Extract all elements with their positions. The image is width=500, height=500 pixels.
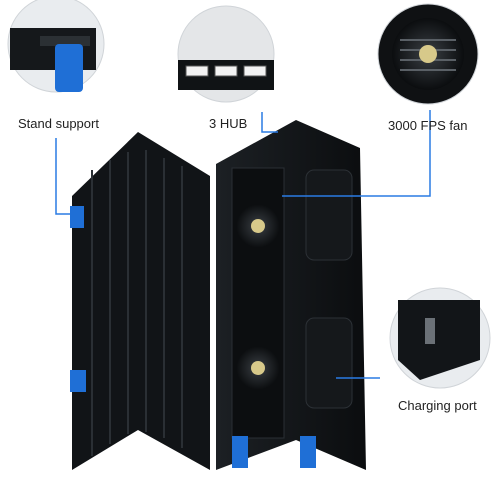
hub-zoom bbox=[177, 5, 275, 103]
hub-label: 3 HUB bbox=[209, 116, 248, 131]
stand-support-label: Stand support bbox=[18, 116, 99, 131]
charging-port-label: Charging port bbox=[398, 398, 477, 413]
fan-zoom bbox=[377, 3, 479, 105]
stand-clip-icon bbox=[55, 44, 83, 92]
fan-label: 3000 FPS fan bbox=[388, 118, 468, 133]
main-body bbox=[216, 120, 366, 470]
charging-port-zoom bbox=[389, 287, 491, 389]
stand-support-zoom bbox=[7, 0, 105, 93]
stand-panel bbox=[70, 132, 210, 470]
